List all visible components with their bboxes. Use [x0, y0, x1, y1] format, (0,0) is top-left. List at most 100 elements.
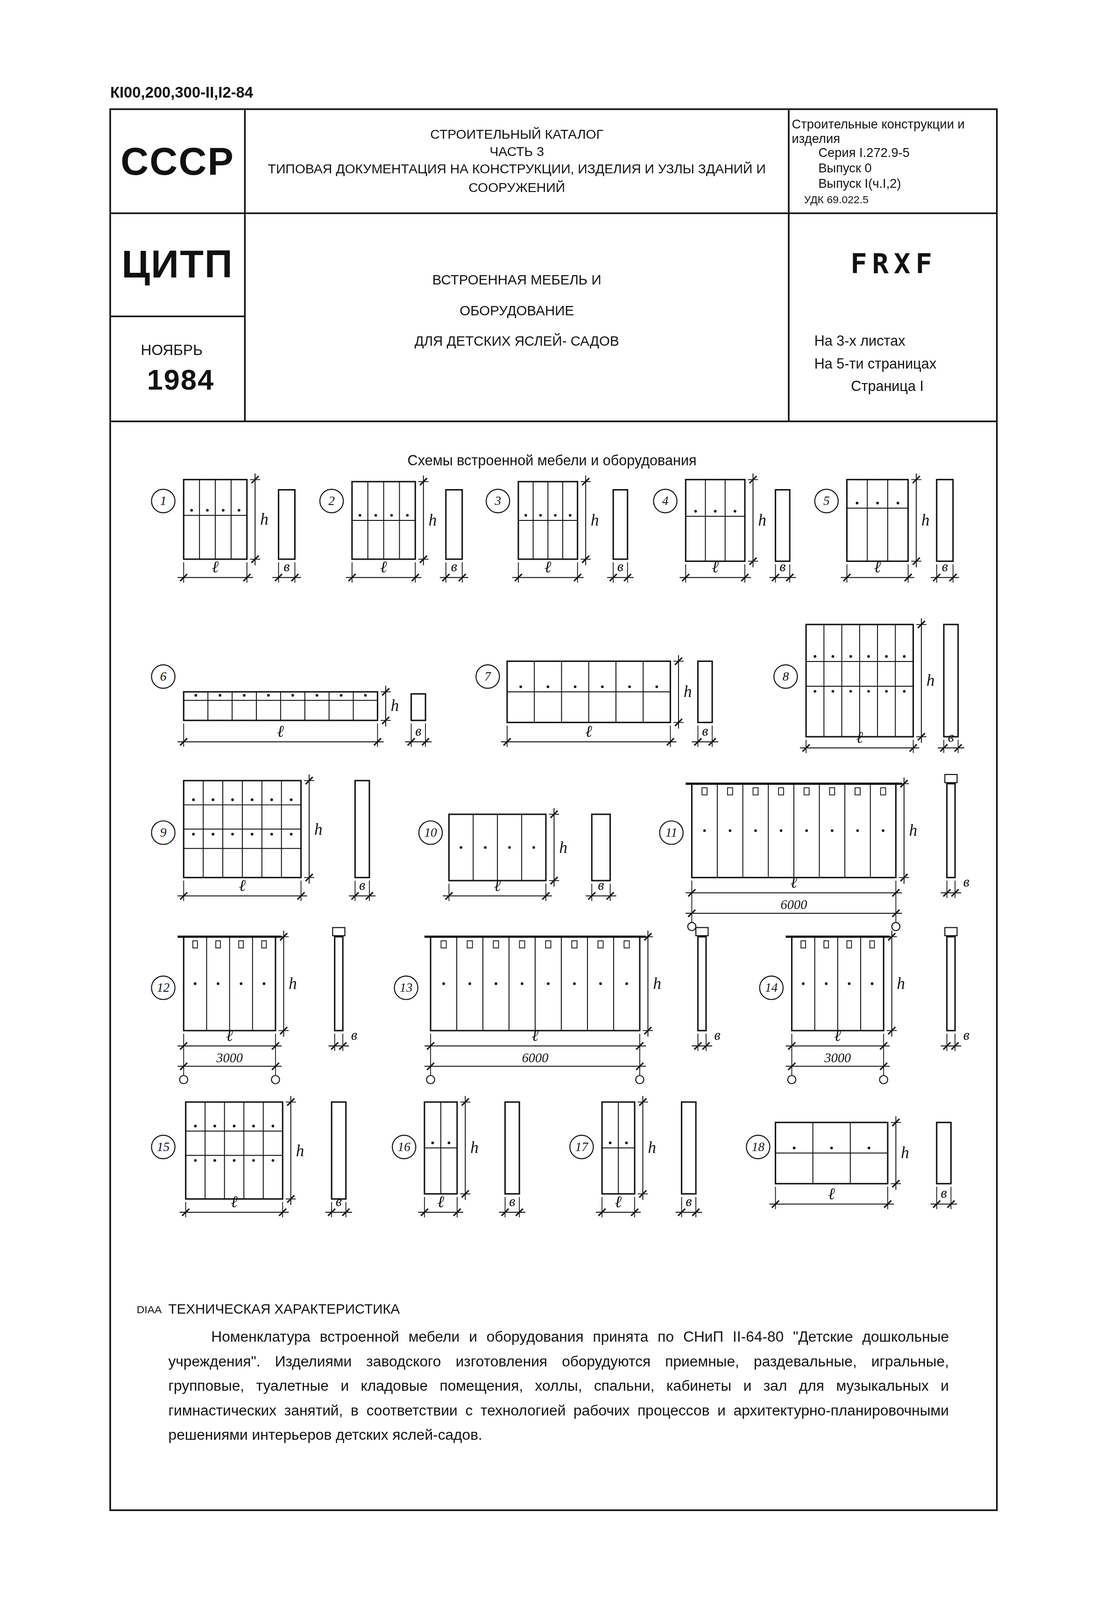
cornice-rail: [424, 935, 646, 938]
dimension-l: ℓ: [711, 558, 719, 576]
callout-circle: 17: [569, 1134, 594, 1159]
dimension-tick: [180, 737, 188, 745]
extension-line: [278, 562, 280, 583]
extension-line: [424, 723, 426, 747]
dimension-tick: [445, 891, 453, 899]
dimension-l: ℓ: [544, 558, 552, 576]
door-division: [767, 783, 769, 878]
door-handle: [315, 693, 319, 697]
door-handle: [876, 501, 879, 505]
dimension-line: [464, 1095, 466, 1200]
cell-text: СТРОИТЕЛЬНЫЙ КАТАЛОГ: [430, 125, 604, 143]
dimension-h: h: [390, 697, 399, 715]
shelf-division: [847, 507, 909, 509]
dimension-tick: [411, 573, 419, 581]
extension-line: [414, 562, 416, 583]
dimension-h: h: [926, 671, 935, 689]
extension-line: [695, 1196, 697, 1217]
door-handle: [779, 828, 783, 832]
cabinet-front: [183, 936, 276, 1031]
door-handle: [205, 509, 209, 512]
door-handle: [884, 654, 888, 658]
dimension-tick: [180, 891, 188, 899]
extension-line: [410, 723, 412, 747]
dimension-tick: [954, 743, 962, 751]
dimension-tick: [674, 718, 682, 726]
dimension-tick: [666, 737, 674, 745]
door-handle: [572, 982, 576, 985]
dimension-tick: [365, 891, 373, 899]
dimension-line: [585, 895, 617, 897]
door-handle: [881, 828, 885, 832]
extension-line: [634, 1196, 636, 1217]
title-block-cell: СТРОИТЕЛЬНЫЙ КАТАЛОГЧАСТЬ 3ТИПОВАЯ ДОКУМ…: [244, 112, 789, 211]
dimension-line: [691, 1045, 713, 1047]
dimension-l: ℓ: [827, 1185, 835, 1202]
extension-line: [952, 564, 954, 583]
door-handle: [364, 693, 368, 697]
cell-text: ЦИТП: [121, 242, 234, 287]
dimension-line: [930, 1203, 958, 1205]
door-handle: [291, 693, 295, 697]
extension-line: [545, 883, 547, 901]
section-heading: ТЕХНИЧЕСКАЯ ХАРАКТЕРИСТИКА: [168, 1300, 401, 1317]
door-handle: [573, 685, 577, 688]
extension-line: [681, 1196, 683, 1217]
door-handle: [830, 828, 834, 832]
dimension-tick: [688, 889, 696, 897]
dimension-tick: [702, 1041, 710, 1049]
dimension-tick: [639, 1189, 647, 1197]
door-handle: [390, 513, 394, 517]
shelf-division: [183, 514, 247, 516]
title-block-cell: ЦИТП: [110, 213, 245, 317]
dimension-h: h: [314, 820, 323, 837]
hook: [855, 787, 861, 795]
dimension-line: [785, 1045, 890, 1047]
dimension-l: ℓ: [494, 877, 502, 894]
door-handle: [252, 1158, 255, 1162]
door-division: [243, 1101, 245, 1199]
axis-line: [183, 1071, 184, 1076]
extension-line: [936, 1186, 938, 1209]
door-handle: [194, 693, 198, 697]
cabinet-side: [411, 693, 426, 721]
door-division: [814, 936, 816, 1031]
dimension-h: h: [470, 1139, 479, 1156]
dimension-tick: [275, 573, 283, 581]
door-division: [304, 691, 306, 721]
dimension-tick: [180, 1062, 188, 1070]
dimension-line: [442, 895, 552, 897]
title-block-cell: На 3-х листахНа 5-ти страницахСтраница I: [791, 324, 997, 403]
dimension-tick: [904, 573, 912, 581]
door-handle: [896, 501, 900, 505]
dimension-tick: [943, 889, 951, 897]
dimension-h: h: [558, 839, 567, 856]
extension-line: [351, 562, 353, 583]
door-handle: [339, 693, 343, 697]
extension-line: [954, 1033, 956, 1051]
hook: [623, 940, 630, 948]
dimension-tick: [348, 573, 356, 581]
axis-line: [639, 1071, 641, 1076]
dimension-l: ℓ: [212, 558, 220, 576]
extension-line: [577, 562, 579, 583]
callout-circle: 6: [150, 664, 176, 689]
shelf-division: [806, 685, 913, 687]
door-handle: [903, 654, 906, 658]
dimension-tick: [933, 573, 941, 581]
shelf-division: [601, 1146, 635, 1148]
dimension-tick: [331, 1041, 339, 1049]
dimension-line: [423, 475, 425, 566]
dimension-line: [424, 1065, 646, 1067]
dimension-line: [325, 1211, 353, 1213]
hook: [261, 940, 267, 948]
door-division: [841, 624, 843, 737]
door-handle: [855, 501, 859, 505]
dimension-tick: [892, 909, 900, 917]
cabinet-front: [352, 481, 416, 559]
door-handle: [831, 654, 835, 658]
extension-line: [957, 739, 959, 753]
door-handle: [849, 689, 853, 693]
dimension-line: [915, 473, 917, 568]
extension-line: [943, 739, 945, 753]
